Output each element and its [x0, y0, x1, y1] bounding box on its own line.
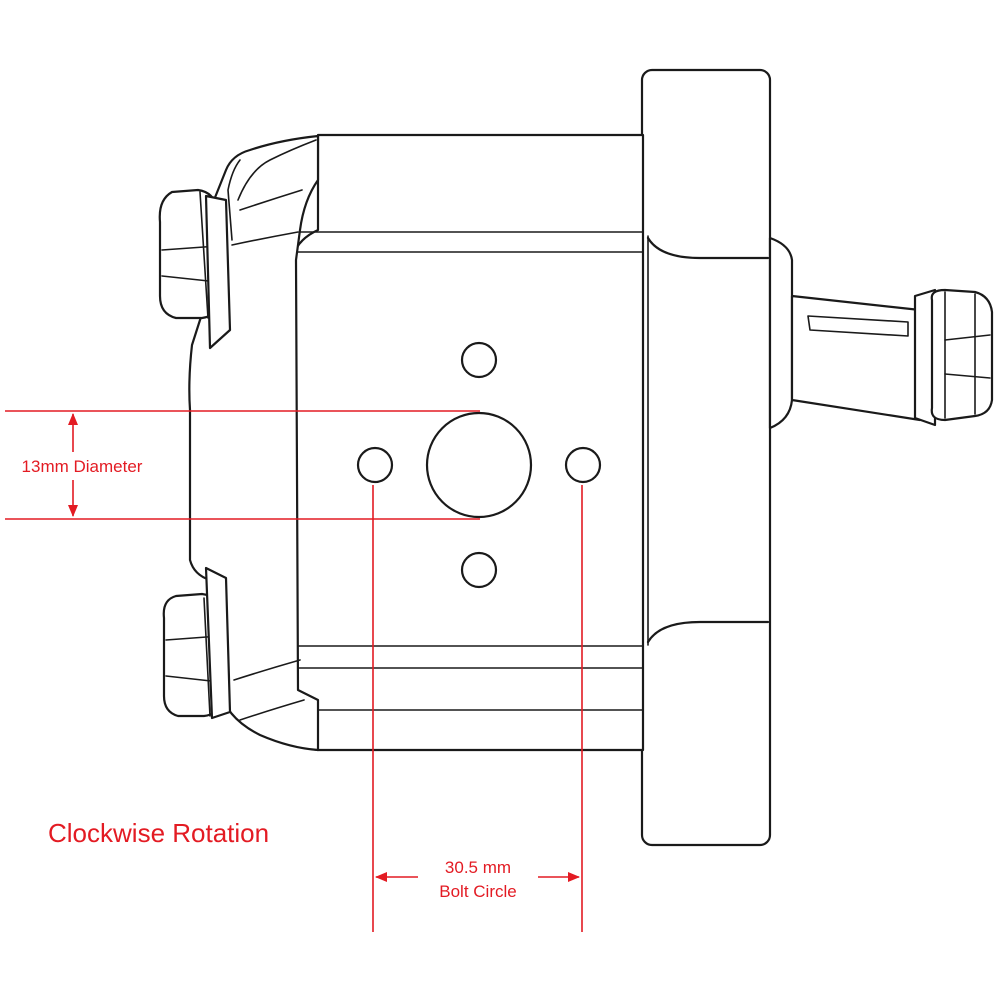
bolt-circle-text: Bolt Circle: [439, 882, 516, 901]
bolt-hole-top: [460, 341, 498, 379]
shaft-nut: [913, 288, 994, 427]
mounting-flange: [640, 68, 772, 847]
bolt-circle-value: 30.5 mm: [445, 858, 511, 877]
diameter-label: 13mm Diameter: [22, 457, 143, 476]
port-face: [356, 341, 602, 589]
diameter-arrowhead-top: [68, 413, 78, 425]
rotation-label: Clockwise Rotation: [48, 818, 269, 848]
top-bolt-head: [158, 188, 232, 350]
bolt-hole-bottom: [460, 551, 498, 589]
bottom-bolt-head: [162, 566, 232, 720]
pump-body: [290, 133, 645, 752]
bolt-circle-arrowhead-left: [375, 872, 387, 882]
bolt-hole-right: [564, 446, 602, 484]
center-port: [425, 411, 533, 519]
diameter-arrowhead-bottom: [68, 505, 78, 517]
bolt-circle-arrowhead-right: [568, 872, 580, 882]
diameter-dimension: 13mm Diameter: [5, 410, 480, 520]
bolt-circle-dimension: 30.5 mm Bolt Circle: [372, 485, 583, 932]
drive-shaft: [768, 236, 922, 430]
bolt-hole-left: [356, 446, 394, 484]
